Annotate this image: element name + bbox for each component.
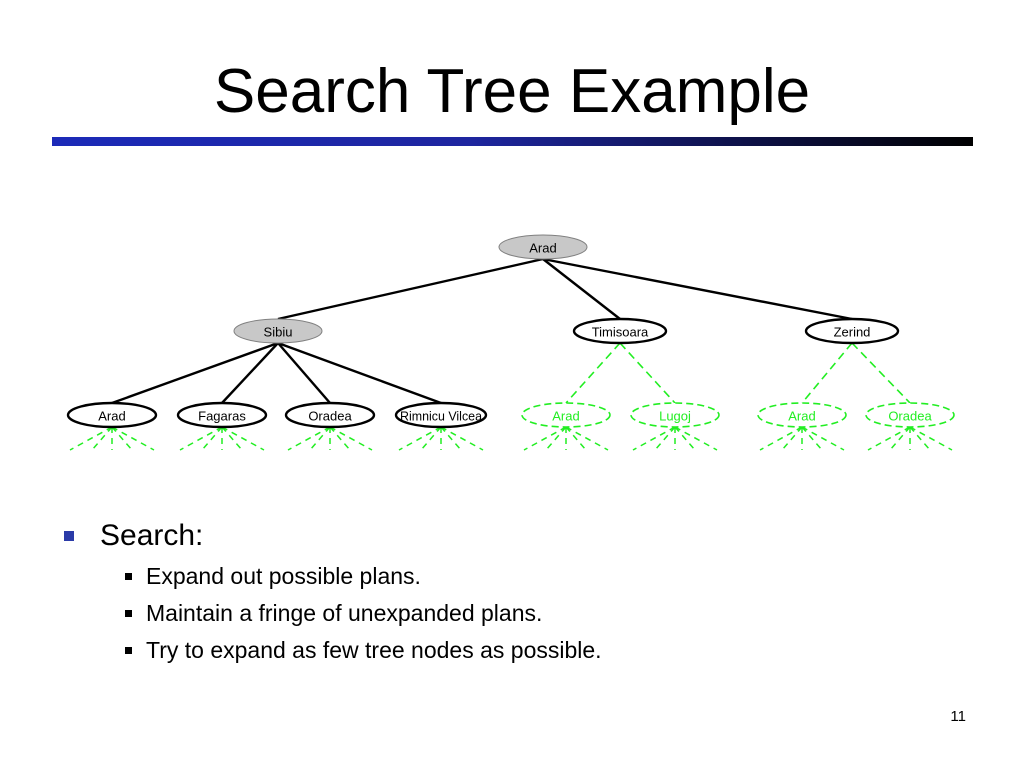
tree-node-ellipse — [66, 401, 158, 429]
sub-bullet-square-icon — [125, 610, 132, 617]
tree-node-ellipse — [233, 318, 323, 344]
unexplored-edge-stub — [111, 426, 155, 451]
tree-edge — [542, 257, 853, 321]
tree-edge — [111, 341, 279, 405]
unexplored-edge-stub — [201, 426, 223, 451]
tree-node-ellipse — [757, 402, 847, 428]
slide-title: Search Tree Example — [213, 57, 811, 126]
tree-node-label: Oradea — [308, 409, 352, 424]
unexplored-edge-stub — [909, 426, 953, 451]
tree-edge — [277, 257, 544, 321]
tree-node-ellipse — [572, 317, 668, 345]
tree-node-ellipse — [804, 317, 900, 345]
unexplored-edge-stub — [801, 426, 823, 451]
unexplored-edge-stub — [420, 426, 442, 451]
sub-bullet-item: Expand out possible plans. — [100, 562, 602, 590]
unexplored-edge-stub — [674, 426, 696, 451]
unexplored-edge-stub — [221, 426, 265, 451]
unexplored-edge-stub — [523, 426, 567, 451]
unexplored-edge-stub — [654, 426, 676, 451]
tree-edge — [851, 342, 911, 404]
tree-node-ellipse — [521, 402, 611, 428]
unexplored-edge-stub — [889, 426, 911, 451]
bullet-list: Search: Expand out possible plans. Maint… — [60, 518, 602, 673]
sub-bullet-square-icon — [125, 647, 132, 654]
unexplored-edge-stub — [179, 426, 223, 451]
tree-edge — [277, 341, 442, 405]
sub-bullet-text: Expand out possible plans. — [146, 563, 421, 589]
unexplored-edge-stub — [674, 426, 718, 451]
tree-node-label: Lugoj — [659, 409, 691, 424]
tree-node-label: Rimnicu Vilcea — [400, 409, 483, 424]
unexplored-edge-stub — [309, 426, 331, 451]
tree-node-label: Arad — [552, 409, 579, 424]
unexplored-edge-stub — [545, 426, 567, 451]
tree-node-label: Sibiu — [264, 325, 293, 340]
bullet-square-icon — [64, 531, 74, 541]
tree-edge — [542, 258, 621, 320]
unexplored-edge-stub — [909, 426, 931, 451]
sub-bullet-list: Expand out possible plans. Maintain a fr… — [100, 562, 602, 664]
tree-node-label: Timisoara — [592, 325, 649, 340]
bullet-search-label: Search: — [100, 519, 204, 552]
tree-node-ellipse — [865, 402, 955, 428]
tree-node-root-ellipse — [498, 234, 588, 260]
tree-node-ellipse — [284, 401, 376, 429]
tree-node-label: Arad — [788, 409, 815, 424]
tree-node-ellipse — [394, 401, 488, 429]
unexplored-edge-stub — [565, 426, 587, 451]
unexplored-edge-stub — [398, 426, 442, 451]
unexplored-edge-stub — [867, 426, 911, 451]
unexplored-edge-stub — [759, 426, 803, 451]
title-divider — [52, 137, 973, 146]
page-number: 11 — [950, 708, 966, 725]
unexplored-edge-stub — [801, 426, 845, 451]
tree-edge — [619, 342, 676, 404]
tree-node-root-label: Arad — [529, 241, 556, 256]
tree-node-label: Zerind — [834, 325, 871, 340]
tree-node-label: Fagaras — [198, 409, 246, 424]
unexplored-edge-stub — [287, 426, 331, 451]
sub-bullet-item: Maintain a fringe of unexpanded plans. — [100, 599, 602, 627]
tree-node-ellipse — [630, 402, 720, 428]
unexplored-edge-stub — [91, 426, 113, 451]
tree-edge — [565, 342, 621, 404]
tree-node-label: Oradea — [888, 409, 932, 424]
tree-edge — [277, 342, 331, 404]
unexplored-edge-stub — [111, 426, 133, 451]
sub-bullet-text: Maintain a fringe of unexpanded plans. — [146, 600, 543, 626]
tree-edge — [801, 342, 853, 404]
bullet-search: Search: Expand out possible plans. Maint… — [60, 518, 602, 664]
sub-bullet-item: Try to expand as few tree nodes as possi… — [100, 636, 602, 664]
unexplored-edge-stub — [565, 426, 609, 451]
unexplored-edge-stub — [329, 426, 351, 451]
tree-edge — [221, 342, 279, 404]
tree-node-ellipse — [176, 401, 268, 429]
tree-node-label: Arad — [98, 409, 125, 424]
sub-bullet-text: Try to expand as few tree nodes as possi… — [146, 637, 602, 663]
unexplored-edge-stub — [632, 426, 676, 451]
unexplored-edge-stub — [221, 426, 243, 451]
unexplored-edge-stub — [69, 426, 113, 451]
unexplored-edge-stub — [781, 426, 803, 451]
unexplored-edge-stub — [329, 426, 373, 451]
unexplored-edge-stub — [440, 426, 462, 451]
sub-bullet-square-icon — [125, 573, 132, 580]
unexplored-edge-stub — [440, 426, 484, 451]
